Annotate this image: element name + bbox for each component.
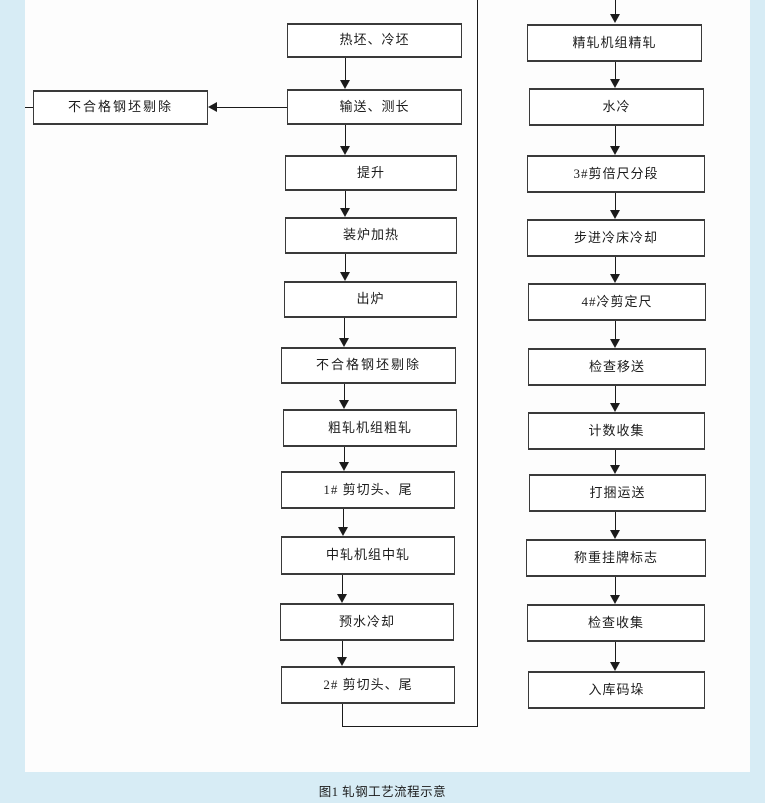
- flow-node-intermediate-mill[interactable]: 中轧机组中轧: [281, 536, 455, 575]
- connector-line: [344, 318, 345, 338]
- connector-arrowhead: [339, 400, 349, 409]
- figure-page: 热坯、冷坯 输送、测长 提升 装炉加热 出炉 不合格钢坯剔除 粗轧机组粗轧 1#…: [25, 0, 750, 772]
- connector-line: [217, 107, 287, 108]
- connector-line: [344, 447, 345, 462]
- flow-node-water-cooling[interactable]: 水冷: [529, 88, 704, 126]
- connector-arrowhead: [340, 146, 350, 155]
- connector-line: [615, 193, 616, 210]
- connector-line: [344, 384, 345, 400]
- flow-node-warehouse-stacking[interactable]: 入库码垛: [528, 671, 705, 709]
- connector-arrowhead: [610, 403, 620, 412]
- connector-line: [615, 577, 616, 595]
- connector-arrowhead: [339, 462, 349, 471]
- connector-arrowhead: [337, 594, 347, 603]
- connector-line: [615, 386, 616, 403]
- flow-node-shear-4-cold-fixed-length[interactable]: 4#冷剪定尺: [528, 283, 706, 321]
- flow-node-inspect-transfer[interactable]: 检查移送: [528, 348, 706, 386]
- flow-node-reject-unqualified-billet[interactable]: 不合格钢坯剔除: [33, 90, 208, 125]
- flow-node-bundling-transport[interactable]: 打捆运送: [529, 474, 706, 512]
- connector-arrowhead: [340, 80, 350, 89]
- connector-line: [342, 575, 343, 594]
- flow-node-finishing-mill[interactable]: 精轧机组精轧: [527, 24, 702, 62]
- connector-line: [342, 704, 343, 727]
- connector-arrowhead: [208, 102, 217, 112]
- flow-node-hot-cold-billet[interactable]: 热坯、冷坯: [287, 23, 462, 58]
- flow-node-walking-beam-cooling-bed[interactable]: 步进冷床冷却: [527, 219, 705, 257]
- connector-line: [615, 321, 616, 339]
- connector-arrowhead: [340, 208, 350, 217]
- connector-arrowhead: [610, 274, 620, 283]
- connector-line: [477, 0, 478, 727]
- connector-arrowhead: [610, 79, 620, 88]
- connector-line: [615, 450, 616, 465]
- connector-line: [345, 254, 346, 272]
- connector-arrowhead: [610, 339, 620, 348]
- connector-line: [615, 126, 616, 146]
- flow-node-roughing-mill[interactable]: 粗轧机组粗轧: [283, 409, 457, 447]
- flow-node-inspect-collection[interactable]: 检查收集: [527, 604, 705, 642]
- connector-arrowhead: [340, 272, 350, 281]
- connector-line: [343, 509, 344, 527]
- connector-arrowhead: [610, 146, 620, 155]
- connector-arrowhead: [610, 210, 620, 219]
- connector-line: [615, 512, 616, 530]
- caption-band: [0, 772, 765, 803]
- connector-arrowhead: [337, 657, 347, 666]
- connector-arrowhead: [610, 595, 620, 604]
- connector-line: [345, 58, 346, 80]
- connector-line: [615, 642, 616, 662]
- connector-line: [615, 62, 616, 79]
- connector-arrowhead: [338, 527, 348, 536]
- flowchart-canvas: 热坯、冷坯 输送、测长 提升 装炉加热 出炉 不合格钢坯剔除 粗轧机组粗轧 1#…: [25, 0, 750, 772]
- flow-node-weighing-tagging[interactable]: 称重挂牌标志: [526, 539, 706, 577]
- flow-node-transport-measure[interactable]: 输送、测长: [287, 89, 462, 125]
- connector-line: [345, 125, 346, 146]
- flow-node-reject-unqualified-billet-inline[interactable]: 不合格钢坯剔除: [281, 347, 456, 384]
- flow-node-lifting[interactable]: 提升: [285, 155, 457, 191]
- connector-line: [615, 0, 616, 14]
- connector-line: [342, 726, 478, 727]
- flow-node-discharge-furnace[interactable]: 出炉: [284, 281, 457, 318]
- connector-arrowhead: [610, 662, 620, 671]
- flow-node-shear-2-head-tail[interactable]: 2# 剪切头、尾: [281, 666, 455, 704]
- flow-node-counting-collection[interactable]: 计数收集: [528, 412, 705, 450]
- flow-node-pre-water-cooling[interactable]: 预水冷却: [280, 603, 454, 641]
- connector-arrowhead: [339, 338, 349, 347]
- flow-node-furnace-heating[interactable]: 装炉加热: [285, 217, 457, 254]
- flow-node-shear-3-multiple-length[interactable]: 3#剪倍尺分段: [527, 155, 705, 193]
- connector-line: [345, 191, 346, 208]
- connector-arrowhead: [610, 465, 620, 474]
- figure-caption: 图1 轧钢工艺流程示意: [318, 785, 447, 799]
- connector-arrowhead: [610, 14, 620, 23]
- connector-line: [615, 257, 616, 274]
- connector-arrowhead: [610, 530, 620, 539]
- flow-node-shear-1-head-tail[interactable]: 1# 剪切头、尾: [281, 471, 455, 509]
- connector-line: [25, 107, 33, 108]
- connector-line: [342, 641, 343, 657]
